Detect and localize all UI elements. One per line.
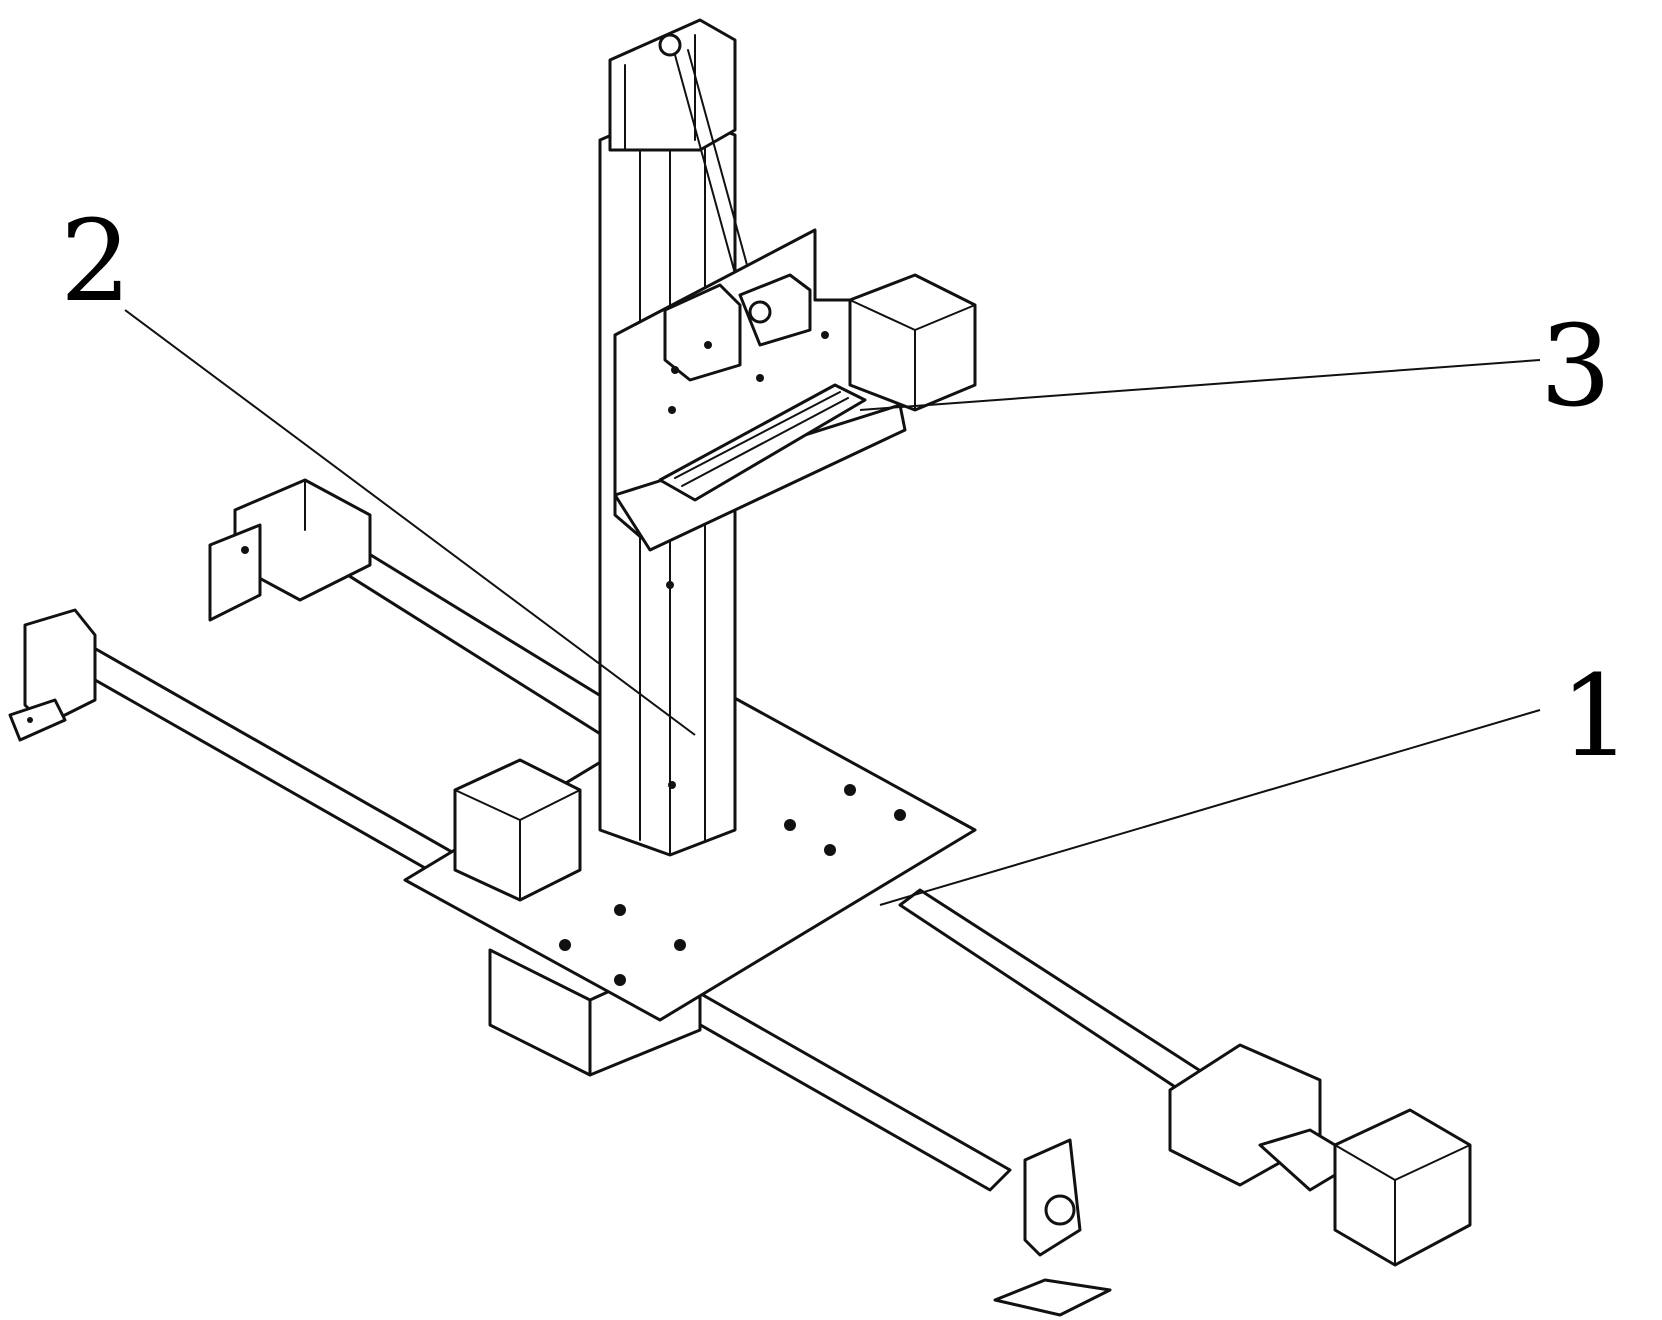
top-frame (608, 18, 737, 152)
upper-gear (748, 300, 772, 324)
label-3: 3 (1540, 302, 1611, 432)
carriage-bracket (613, 228, 977, 552)
right-screw-rail (898, 888, 1472, 1267)
label-1: 1 (1560, 652, 1631, 782)
top-pulley-assembly (608, 18, 759, 311)
label-2: 2 (60, 197, 131, 327)
screw-motor (1333, 1108, 1472, 1267)
leader-line-3 (859, 359, 1541, 411)
top-pulley (658, 33, 682, 57)
left-support-foot (8, 698, 67, 742)
carriage-motor (848, 273, 977, 412)
right-support-foot (993, 1278, 1112, 1317)
upper-bearing-block (663, 283, 742, 382)
leader-line-2 (124, 309, 696, 736)
upper-coupler (738, 273, 812, 347)
rear-bearing-foot (208, 523, 262, 622)
left-support-bracket (23, 608, 97, 727)
leader-line-1 (879, 709, 1541, 906)
base-motor (453, 758, 582, 902)
lead-screw (898, 888, 1232, 1112)
base-plate (403, 688, 977, 1077)
base-motor-body (453, 758, 582, 902)
rear-left-rail (208, 478, 642, 742)
